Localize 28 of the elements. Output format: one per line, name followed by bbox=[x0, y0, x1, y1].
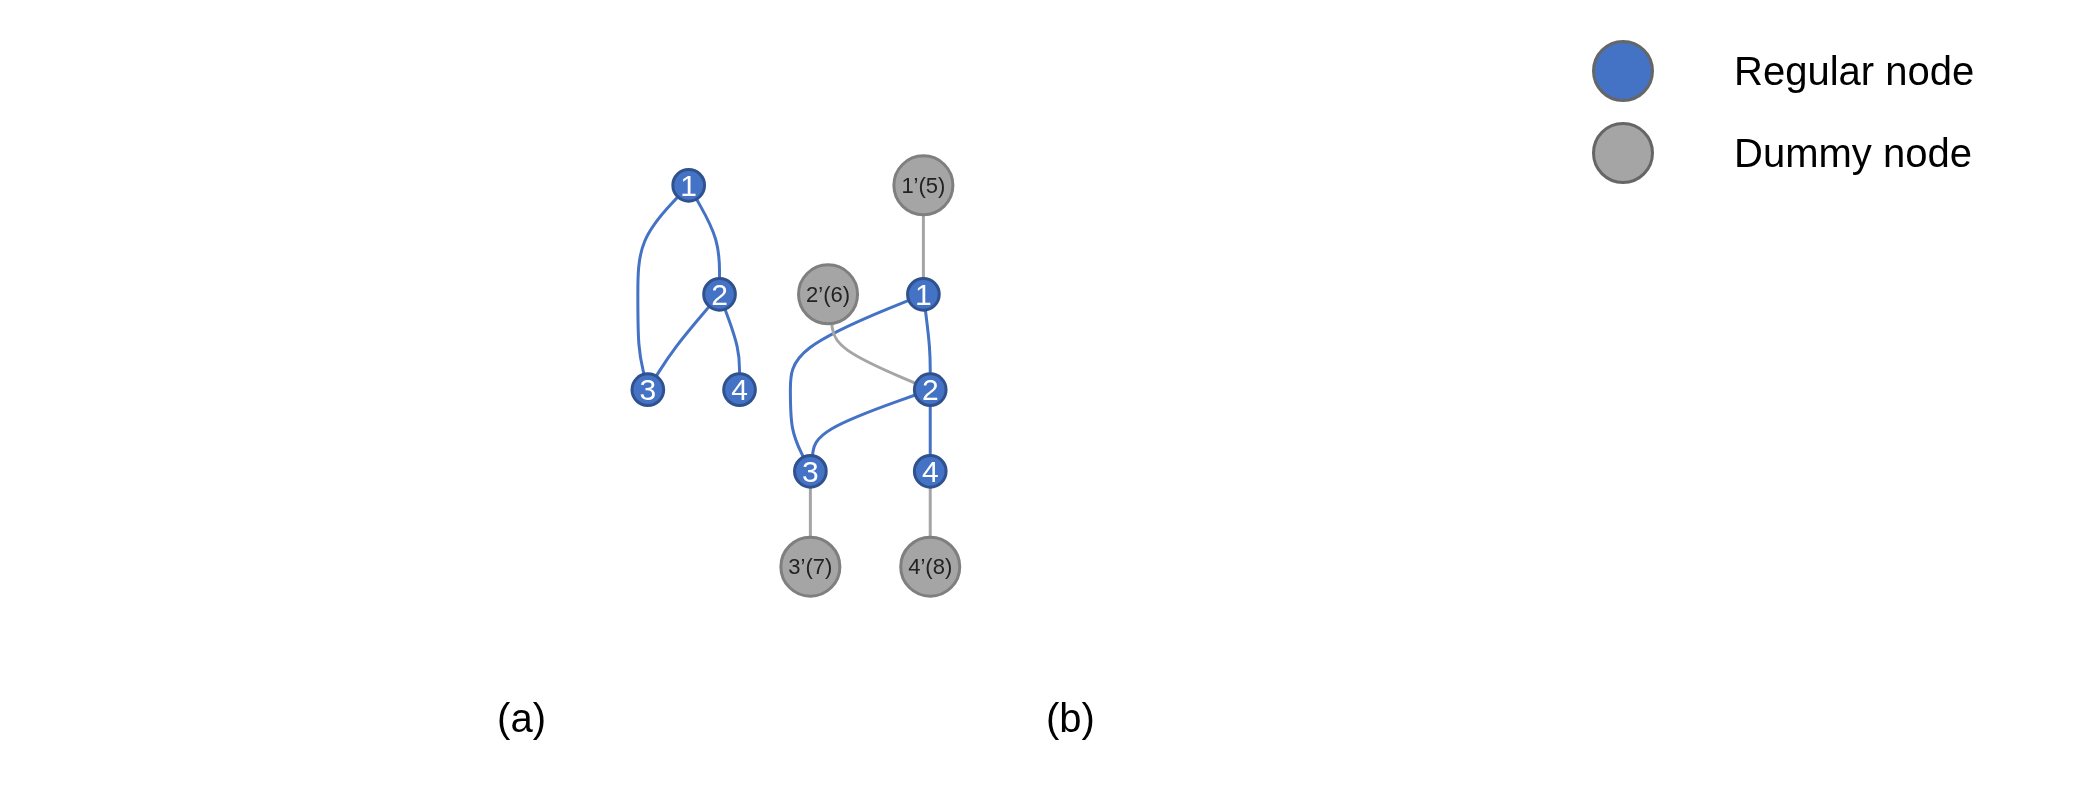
node-circle: 1 bbox=[671, 167, 707, 203]
node-circle: 4 bbox=[913, 453, 948, 489]
node-circle: 1’(5) bbox=[892, 153, 955, 216]
panel-label: (b) bbox=[1046, 695, 1095, 741]
panel-label: (a) bbox=[497, 695, 546, 741]
connector bbox=[830, 322, 917, 385]
connector bbox=[922, 214, 925, 278]
connector bbox=[636, 195, 680, 375]
node-circle: 2 bbox=[702, 276, 737, 312]
legend-text: Dummy node bbox=[1734, 130, 1972, 176]
connector bbox=[723, 308, 742, 374]
connector bbox=[809, 486, 812, 537]
connector bbox=[789, 298, 910, 458]
node-circle: 3 bbox=[793, 453, 828, 489]
connector bbox=[695, 197, 722, 278]
connector bbox=[928, 486, 932, 537]
node-circle: 1 bbox=[906, 276, 941, 312]
connector bbox=[924, 309, 932, 374]
node-circle: 2 bbox=[913, 371, 948, 407]
node-circle: 4’(8) bbox=[899, 535, 962, 598]
connector bbox=[655, 304, 711, 377]
node-circle: 3’(7) bbox=[779, 535, 842, 598]
node-circle: 4 bbox=[722, 371, 757, 407]
node-circle: 3 bbox=[630, 371, 666, 407]
node-circle: 2’(6) bbox=[797, 262, 860, 325]
connector bbox=[811, 393, 916, 456]
connector bbox=[928, 405, 932, 455]
legend-text: Regular node bbox=[1734, 48, 1975, 94]
